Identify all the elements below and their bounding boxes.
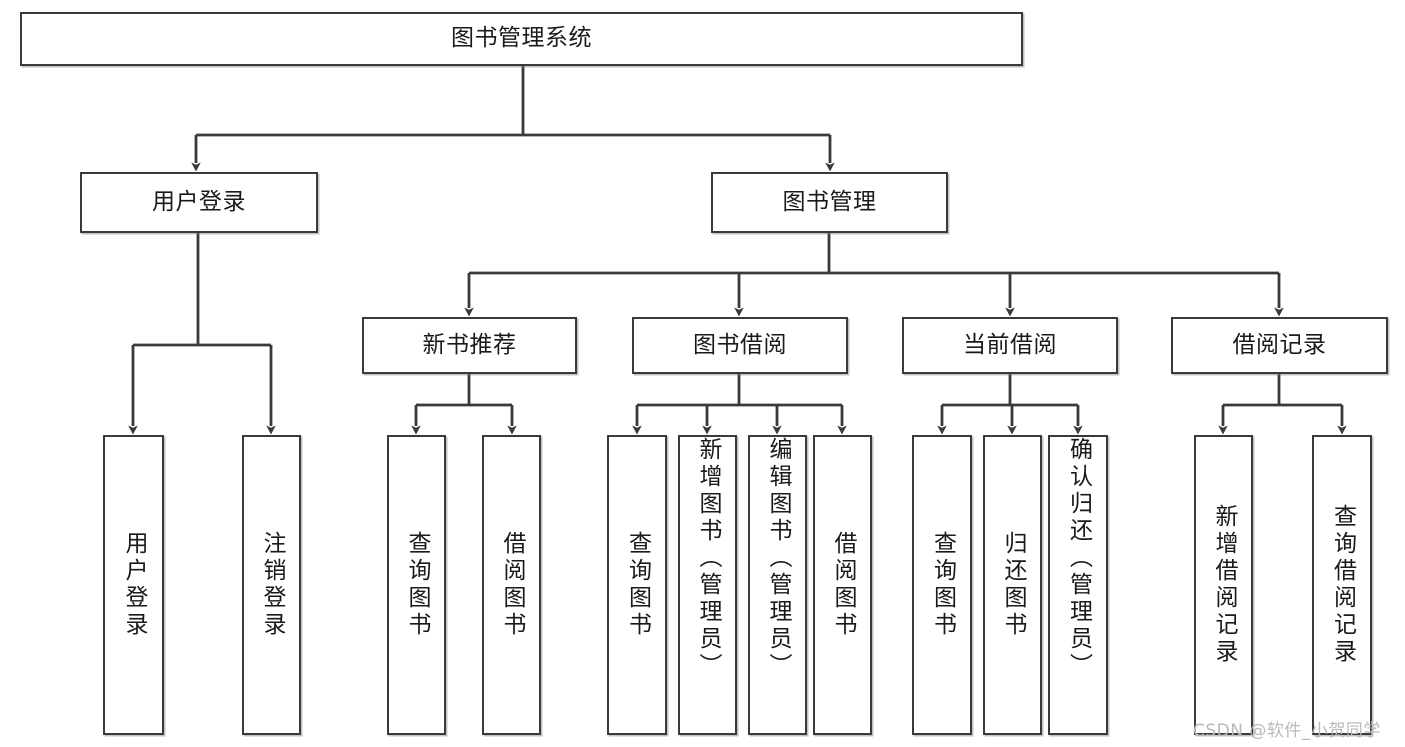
node-current-borrow[interactable]: 当前借阅 [902, 317, 1118, 374]
node-label: 注销登录 [259, 531, 285, 639]
node-label: 图书借阅 [693, 331, 787, 358]
node-label: 新增借阅记录 [1211, 504, 1237, 666]
node-leaf-borrow-book-recommend[interactable]: 借阅图书 [482, 435, 541, 735]
node-label: 借阅图书 [499, 531, 525, 639]
node-leaf-user-login[interactable]: 用户登录 [103, 435, 164, 735]
node-book-borrow[interactable]: 图书借阅 [632, 317, 848, 374]
node-label: 借阅图书 [830, 531, 856, 639]
node-label: 新增图书（管理员） [695, 437, 721, 680]
node-label: 确认归还（管理员） [1065, 437, 1092, 680]
node-label: 查询借阅记录 [1329, 504, 1356, 666]
node-leaf-return-book[interactable]: 归还图书 [983, 435, 1042, 735]
node-label: 图书管理系统 [451, 25, 592, 52]
node-label: 用户登录 [121, 531, 147, 639]
node-leaf-borrow-book-borrow[interactable]: 借阅图书 [813, 435, 872, 735]
node-leaf-add-borrow-record[interactable]: 新增借阅记录 [1194, 435, 1253, 735]
node-label: 归还图书 [1000, 531, 1026, 639]
node-new-book-recommend[interactable]: 新书推荐 [362, 317, 577, 374]
node-label: 查询图书 [624, 531, 651, 639]
node-label: 借阅记录 [1232, 331, 1327, 358]
node-label: 新书推荐 [422, 331, 517, 358]
node-label: 查询图书 [929, 531, 956, 639]
node-label: 编辑图书（管理员） [765, 437, 791, 680]
node-label: 用户登录 [152, 188, 246, 215]
node-label: 当前借阅 [963, 331, 1057, 358]
node-book-management[interactable]: 图书管理 [711, 172, 948, 233]
node-label: 查询图书 [404, 531, 430, 639]
node-leaf-query-book-recommend[interactable]: 查询图书 [387, 435, 446, 735]
node-label: 图书管理 [782, 188, 877, 215]
node-leaf-add-book-admin[interactable]: 新增图书（管理员） [678, 435, 737, 735]
node-leaf-query-borrow-record[interactable]: 查询借阅记录 [1312, 435, 1372, 735]
node-borrow-record[interactable]: 借阅记录 [1171, 317, 1388, 374]
watermark-text: CSDN @软件_小贺同学 [1193, 721, 1381, 741]
node-root-book-management-system[interactable]: 图书管理系统 [20, 12, 1023, 66]
node-user-login[interactable]: 用户登录 [80, 172, 318, 233]
node-leaf-logout-login[interactable]: 注销登录 [242, 435, 301, 735]
node-leaf-confirm-return-admin[interactable]: 确认归还（管理员） [1048, 435, 1108, 735]
node-leaf-edit-book-admin[interactable]: 编辑图书（管理员） [748, 435, 807, 735]
node-leaf-query-book-current[interactable]: 查询图书 [912, 435, 972, 735]
node-leaf-query-book-borrow[interactable]: 查询图书 [607, 435, 667, 735]
